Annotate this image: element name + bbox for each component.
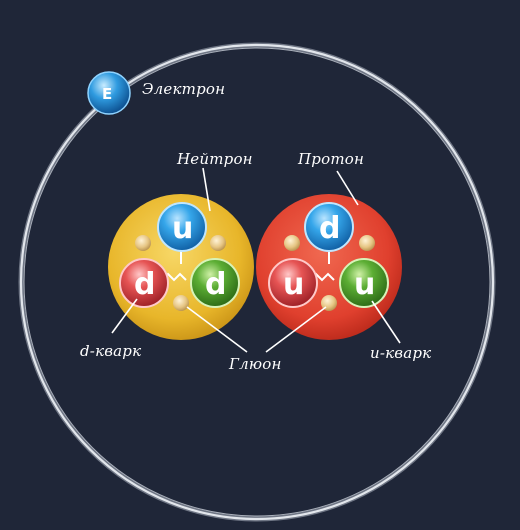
- neutron-label: Нейтрон: [177, 150, 253, 168]
- neutron-quark-d-green: d: [190, 258, 240, 308]
- proton-leader: [336, 170, 359, 206]
- neutron-quark-d-red: d: [119, 258, 169, 308]
- proton-quark-u-green: u: [339, 258, 389, 308]
- quark-letter: d: [319, 211, 340, 246]
- d-quark-leader: [111, 298, 138, 334]
- gluon-leader-right: [265, 306, 327, 353]
- quark-letter: d: [134, 267, 155, 302]
- leader-lines: [111, 167, 401, 353]
- electron-orbit: [18, 42, 496, 522]
- quark-letter: u: [172, 211, 193, 246]
- u-quark-label: u-кварк: [370, 344, 432, 362]
- electron-label: Электрон: [142, 80, 226, 98]
- proton-gluon: [359, 235, 375, 251]
- proton-quark-d: d: [304, 202, 354, 252]
- proton-quark-u-red: u: [268, 258, 318, 308]
- neutron-leader: [202, 167, 211, 212]
- neutron-quark-u: u: [157, 202, 207, 252]
- d-quark-label: d-кварк: [80, 342, 142, 360]
- gluon-leader-left: [186, 306, 248, 353]
- electron-symbol: E: [102, 85, 112, 103]
- proton-label: Протон: [298, 150, 365, 168]
- u-quark-leader: [371, 300, 401, 344]
- quark-letter: u: [354, 267, 375, 302]
- neutron-gluon: [210, 235, 226, 251]
- neutron: u d d: [108, 194, 254, 340]
- proton-gluon: [284, 235, 300, 251]
- electron: E: [87, 71, 131, 115]
- neutron-gluon: [135, 235, 151, 251]
- quark-letter: u: [283, 267, 304, 302]
- proton: d u u: [256, 194, 402, 340]
- gluon-label: Глюон: [229, 355, 282, 373]
- neutron-gluon: [173, 295, 189, 311]
- quark-letter: d: [205, 267, 226, 302]
